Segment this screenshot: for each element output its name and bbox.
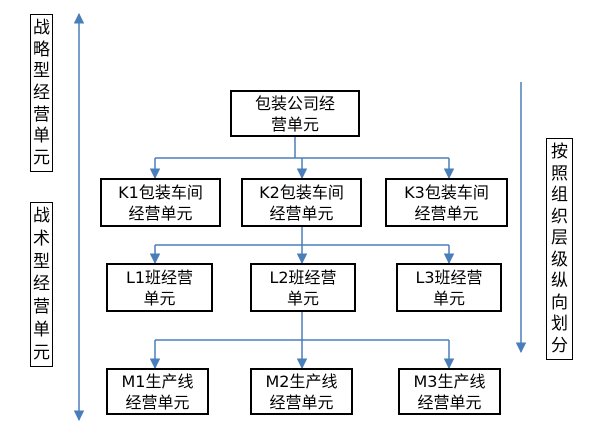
division-char: 层 [551,228,568,249]
strategic-char: 略 [33,39,50,60]
box-line: 经营单元 [417,392,482,412]
k2-workshop-unit-box: K2包装车间 经营单元 [241,178,362,227]
box-line: K2包装车间 [259,182,344,202]
m3-production-line-unit-box: M3生产线 经营单元 [398,368,501,415]
tactical-char: 营 [33,297,50,318]
division-char: 分 [551,335,568,356]
strategic-char: 单 [33,126,50,147]
strategic-char: 元 [33,147,50,168]
tactical-char: 经 [33,274,50,295]
tactical-char: 元 [33,342,50,363]
box-line: M2生产线 [265,371,338,391]
vertical-division-label: 按 照 组 织 层 级 纵 向 划 分 [546,138,573,360]
box-line: M1生产线 [121,371,194,391]
k1-workshop-unit-box: K1包装车间 经营单元 [100,178,221,227]
tactical-char: 型 [33,251,50,272]
box-line: L2班经营 [269,267,337,287]
box-line: L3班经营 [415,267,483,287]
tactical-char: 战 [33,206,50,226]
strategic-char: 型 [33,61,50,82]
l1-team-unit-box: L1班经营 单元 [106,263,213,312]
tactical-char: 单 [33,320,50,341]
box-line: 单元 [432,288,465,308]
box-line: K3包装车间 [404,182,489,202]
connector-level3-level4 [149,312,455,370]
l3-team-unit-box: L3班经营 单元 [396,263,502,312]
packaging-company-unit-box: 包装公司经 营单元 [230,90,360,137]
tactical-unit-label: 战 术 型 经 营 单 元 [30,202,53,367]
division-char: 级 [551,249,568,270]
strategic-char: 战 [33,18,50,38]
division-char: 照 [551,163,568,184]
m2-production-line-unit-box: M2生产线 经营单元 [250,368,353,415]
box-line: L1班经营 [125,267,194,287]
l2-team-unit-box: L2班经营 单元 [250,263,356,312]
m1-production-line-unit-box: M1生产线 经营单元 [106,368,209,415]
box-line: 单元 [286,288,319,308]
tactical-char: 术 [33,228,50,249]
division-char: 划 [551,314,568,335]
division-char: 组 [551,185,568,206]
connector-top-level2 [149,137,455,180]
strategic-char: 经 [33,82,50,103]
box-line: K1包装车间 [118,182,203,202]
box-line: 经营单元 [125,392,190,412]
box-line: 营单元 [270,114,319,134]
box-line: 经营单元 [269,203,334,223]
box-line: 经营单元 [128,203,193,223]
division-char: 织 [551,206,568,227]
box-line: 单元 [143,288,176,308]
box-line: 经营单元 [414,203,479,223]
box-line: 包装公司经 [254,93,335,113]
box-line: M3生产线 [413,371,486,391]
connector-level2-level3 [149,227,455,265]
k3-workshop-unit-box: K3包装车间 经营单元 [385,178,508,227]
strategic-char: 营 [33,104,50,125]
division-char: 按 [551,142,568,162]
box-line: 经营单元 [269,392,334,412]
strategic-unit-label: 战 略 型 经 营 单 元 [30,14,53,172]
division-char: 向 [551,292,568,313]
division-char: 纵 [551,271,568,292]
